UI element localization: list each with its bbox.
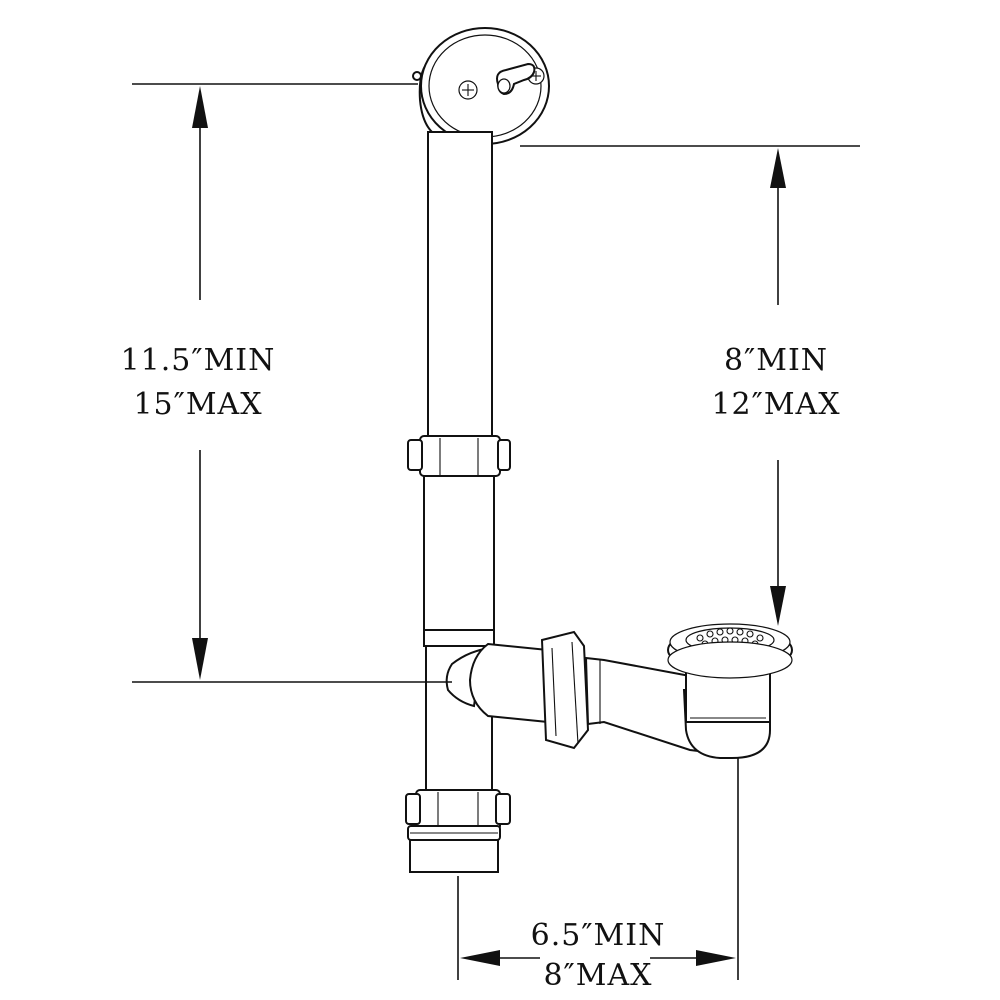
tail-piece xyxy=(407,825,501,873)
dimension-overflow-height: 11.5″MIN 15″MAX xyxy=(121,83,452,683)
arrow-down-icon xyxy=(192,638,208,680)
overflow-tube-upper xyxy=(427,131,493,445)
arrow-up-icon xyxy=(192,86,208,128)
trip-lever-icon xyxy=(496,62,536,96)
faceplate-screw-icon xyxy=(458,80,478,100)
slip-nut-upper xyxy=(407,435,511,477)
arrow-down-icon xyxy=(770,586,786,626)
overflow-tube-middle xyxy=(423,475,495,647)
dimension-drain-height: 8″MIN 12″MAX xyxy=(520,145,860,626)
arrow-up-icon xyxy=(770,148,786,188)
drain-strainer xyxy=(667,623,793,679)
drain-height-max-label: 12″MAX xyxy=(711,387,840,422)
arrow-left-icon xyxy=(460,950,500,966)
arrow-right-icon xyxy=(696,950,736,966)
overflow-faceplate xyxy=(412,27,550,145)
dimension-drain-offset: 6.5″MIN 8″MAX xyxy=(457,758,739,993)
drain-offset-min-label: 6.5″MIN xyxy=(531,918,666,953)
drain-body xyxy=(682,659,771,759)
drain-offset-max-label: 8″MAX xyxy=(543,958,652,993)
overflow-height-max-label: 15″MAX xyxy=(133,387,262,422)
slip-nut-lower xyxy=(405,789,511,831)
overflow-height-min-label: 11.5″MIN xyxy=(121,343,276,378)
drain-height-min-label: 8″MIN xyxy=(724,343,828,378)
